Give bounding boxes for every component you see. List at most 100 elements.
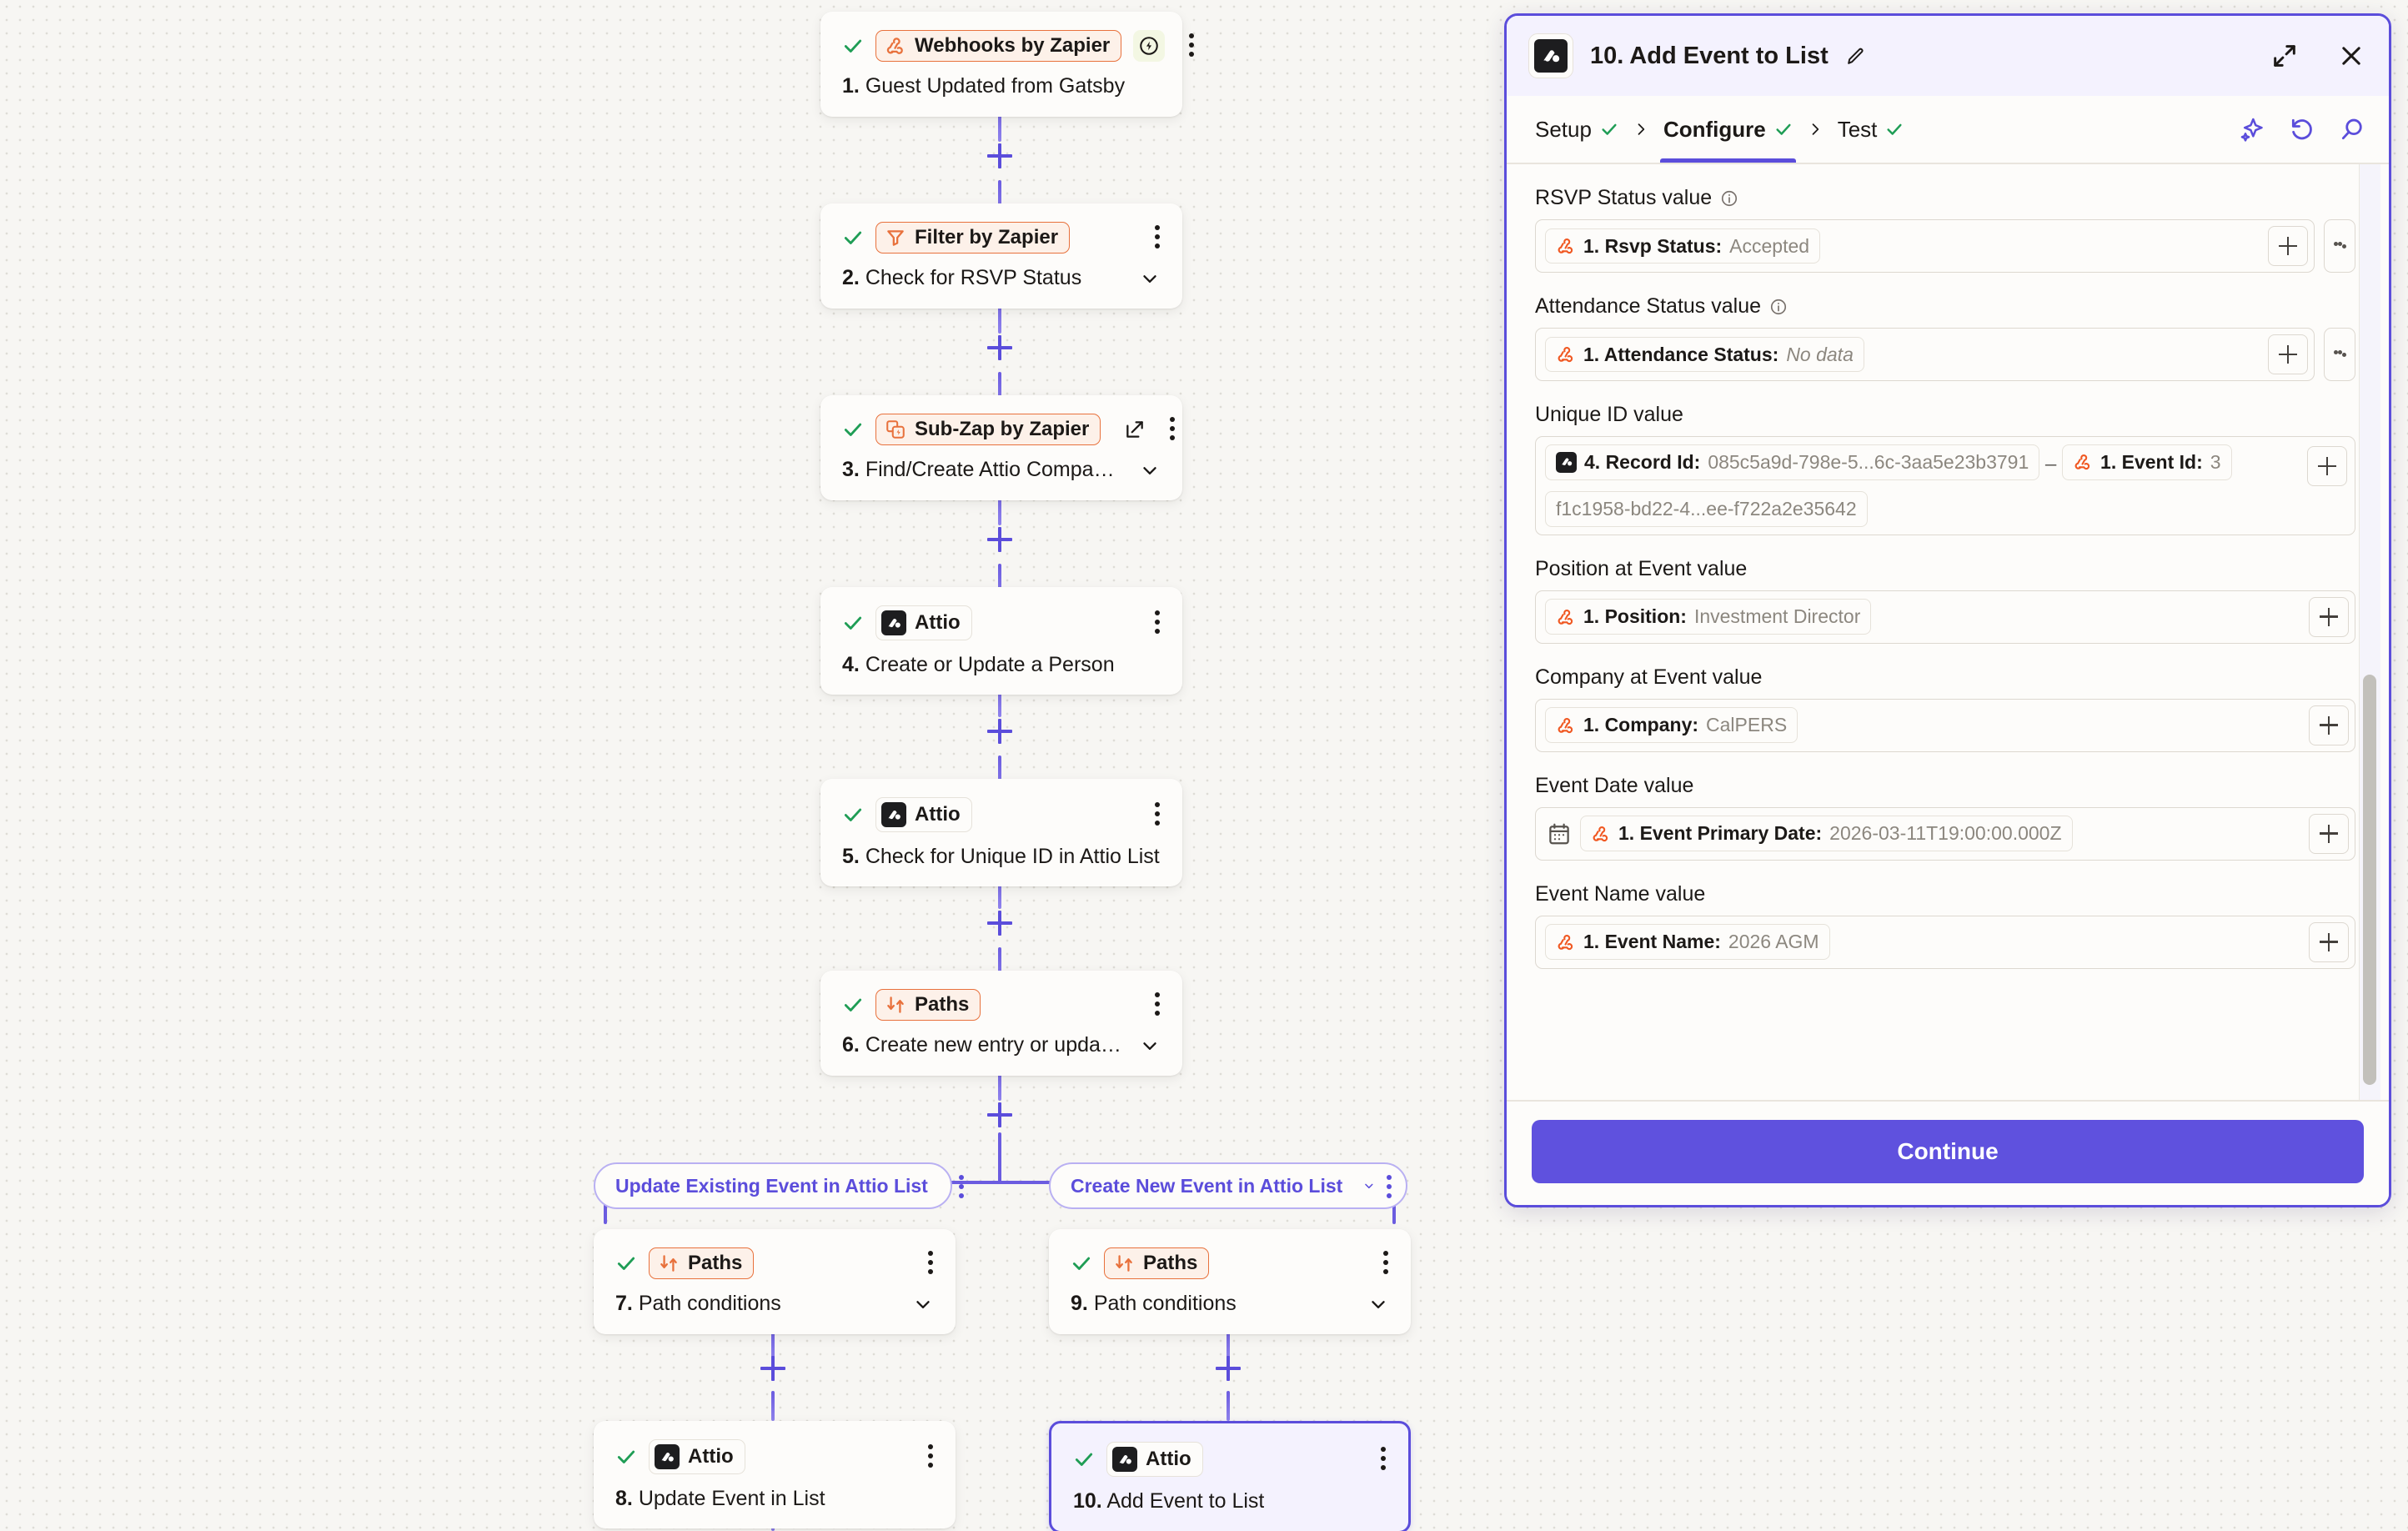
pencil-icon[interactable] [1845,46,1866,67]
panel-scrollbar-thumb[interactable] [2363,675,2376,1085]
data-token[interactable]: 4. Record Id: 085c5a9d-798e-5...6c-3aa5e… [1545,444,2040,480]
info-icon[interactable] [1769,298,1788,316]
field-input-company-at-event[interactable]: 1. Company: CalPERS [1535,698,2355,752]
node-title-6: 6. Create new entry or update one? [842,1033,1122,1057]
path-menu-button[interactable] [1386,1175,1392,1198]
data-token[interactable]: 1. Attendance Status: No data [1545,336,1864,373]
chevron-down-icon[interactable] [1139,459,1161,481]
node-menu-button[interactable] [1154,225,1161,250]
chevron-down-icon[interactable] [912,1293,934,1315]
node-menu-button[interactable] [1188,33,1195,58]
node-menu-button[interactable] [1169,417,1176,442]
workflow-node-1[interactable]: Webhooks by Zapier 1. Guest Updated from… [820,12,1195,117]
add-value-button[interactable] [2268,226,2308,266]
add-value-button[interactable] [2309,596,2349,637]
add-value-button[interactable] [2307,446,2347,486]
add-step-button[interactable] [987,1102,1012,1127]
field-input-attendance-status[interactable]: 1. Attendance Status: No data [1535,328,2315,381]
data-token[interactable]: 1. Position: Investment Director [1545,599,1872,635]
field-menu-button[interactable] [2324,328,2355,381]
panel-body[interactable]: RSVP Status value 1. Rsvp Status: Accept… [1507,164,2389,1100]
success-check-icon [1075,1453,1093,1466]
attio-icon [881,610,906,635]
node-menu-button[interactable] [1154,610,1161,635]
app-chip-8: Attio [649,1439,745,1474]
node-menu-button[interactable] [1380,1447,1387,1472]
tab-setup[interactable]: Setup [1532,96,1622,163]
success-check-icon [1887,123,1902,135]
add-step-button[interactable] [987,527,1012,552]
calendar-icon[interactable] [1547,821,1572,846]
panel-tabs[interactable]: Setup Configure Test [1507,96,2389,164]
add-value-button[interactable] [2309,921,2349,962]
field-input-event-name[interactable]: 1. Event Name: 2026 AGM [1535,915,2355,969]
tab-test[interactable]: Test [1834,96,1908,163]
chevron-down-icon[interactable] [1139,268,1161,289]
workflow-node-8[interactable]: Attio 8. Update Event in List [594,1421,956,1529]
search-icon[interactable] [2339,116,2365,143]
path-label-right[interactable]: Create New Event in Attio List [1049,1162,1407,1209]
connector-line [771,1326,775,1361]
open-external-icon[interactable] [1124,419,1146,440]
field-input-rsvp-status[interactable]: 1. Rsvp Status: Accepted [1535,219,2315,273]
info-icon[interactable] [1720,189,1738,208]
node-menu-button[interactable] [1154,802,1161,827]
node-menu-button[interactable] [1382,1251,1389,1276]
panel-scrollbar-track[interactable] [2359,164,2380,1100]
app-chip-10: Attio [1106,1442,1203,1477]
field-event-name: Event Name value 1. Event Name: 2026 AGM [1535,882,2355,969]
add-step-button[interactable] [987,719,1012,744]
data-token-overflow[interactable]: f1c1958-bd22-4...ee-f722a2e35642 [1545,490,1868,527]
add-step-button[interactable] [987,335,1012,360]
filter-icon [887,230,904,246]
workflow-node-2[interactable]: Filter by Zapier 2. Check for RSVP Statu… [820,203,1182,309]
continue-button[interactable]: Continue [1532,1120,2364,1183]
success-check-icon [844,998,862,1012]
field-position-at-event: Position at Event value 1. Position: Inv… [1535,557,2355,644]
zapier-icon [2074,454,2090,470]
token-value: Investment Director [1693,605,1861,628]
path-label-left[interactable]: Update Existing Event in Attio List [594,1162,964,1209]
field-menu-button[interactable] [2324,219,2355,273]
chevron-down-icon[interactable] [1139,1035,1161,1057]
add-step-button[interactable] [987,143,1012,168]
tab-configure[interactable]: Configure [1659,96,1796,163]
chevron-down-icon[interactable] [1367,1293,1389,1315]
data-token[interactable]: 1. Event Name: 2026 AGM [1545,924,1830,960]
workflow-node-7[interactable]: Paths 7. Path conditions [594,1229,956,1334]
close-icon[interactable] [2337,42,2365,70]
path-menu-button[interactable] [958,1175,965,1198]
data-token[interactable]: 1. Event Id: 3 [2062,444,2232,480]
node-menu-button[interactable] [1154,992,1161,1017]
success-check-icon [844,39,862,53]
data-token[interactable]: 1. Company: CalPERS [1545,707,1798,743]
workflow-node-9[interactable]: Paths 9. Path conditions [1049,1229,1411,1334]
add-step-button[interactable] [760,1356,785,1381]
node-menu-button[interactable] [927,1251,934,1276]
data-token[interactable]: 1. Rsvp Status: Accepted [1545,228,1821,264]
add-value-button[interactable] [2309,705,2349,745]
zapier-icon [1558,238,1573,254]
add-value-button[interactable] [2268,334,2308,374]
data-token[interactable]: 1. Event Primary Date: 2026-03-11T19:00:… [1580,816,2073,851]
workflow-node-4[interactable]: Attio 4. Create or Update a Person [820,587,1182,695]
undo-icon[interactable] [2289,116,2315,143]
chevron-down-icon[interactable] [1362,1176,1376,1196]
add-step-button[interactable] [1216,1356,1241,1381]
step-detail-panel[interactable]: 10. Add Event to List Setup Configure Te… [1504,13,2391,1207]
workflow-node-10[interactable]: Attio 10. Add Event to List [1049,1421,1411,1531]
field-input-position-at-event[interactable]: 1. Position: Investment Director [1535,590,2355,644]
field-input-event-date[interactable]: 1. Event Primary Date: 2026-03-11T19:00:… [1535,806,2355,861]
add-value-button[interactable] [2309,813,2349,854]
node-menu-button[interactable] [927,1444,934,1469]
sparkle-icon[interactable] [2239,116,2265,143]
add-step-button[interactable] [987,911,1012,936]
token-key: 1. Event Primary Date: [1618,822,1823,845]
workflow-node-3[interactable]: Sub-Zap by Zapier 3. Find/Create Attio C… [820,395,1182,500]
workflow-node-5[interactable]: Attio 5. Check for Unique ID in Attio Li… [820,779,1182,887]
expand-icon[interactable] [2270,42,2299,70]
node-title-2: 2. Check for RSVP Status [842,266,1082,290]
workflow-node-6[interactable]: Paths 6. Create new entry or update one? [820,971,1182,1076]
field-input-unique-id[interactable]: 4. Record Id: 085c5a9d-798e-5...6c-3aa5e… [1535,436,2355,535]
